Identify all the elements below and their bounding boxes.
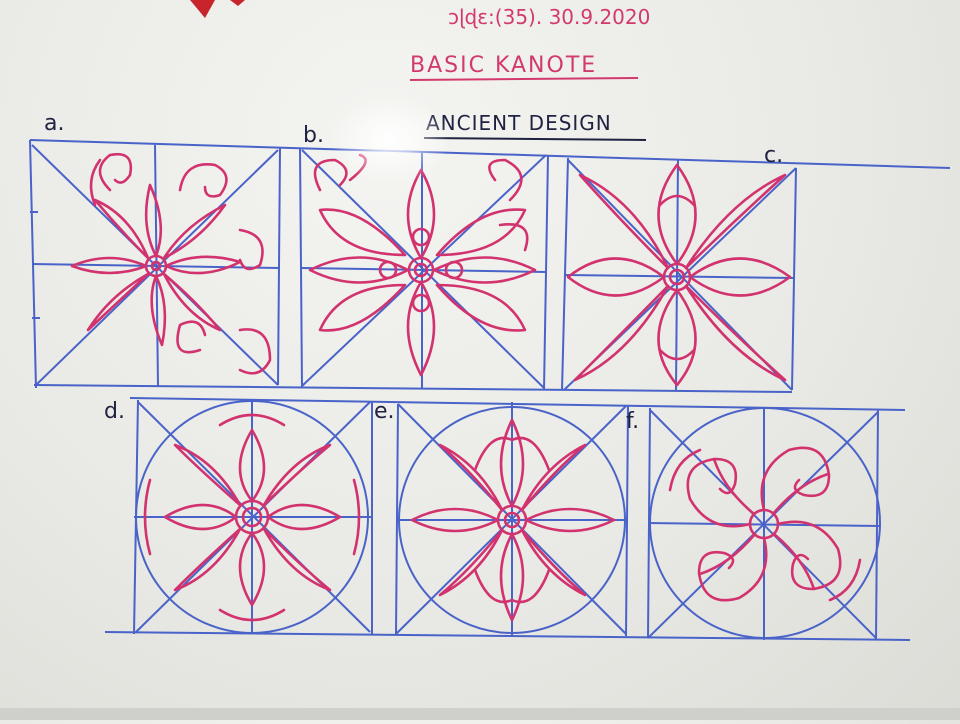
panel-f: f. (626, 407, 881, 640)
panel-e: e. (374, 399, 628, 636)
panel-c-label: c. (764, 143, 783, 168)
panel-a-label: a. (44, 111, 64, 136)
panel-e-label: e. (374, 399, 395, 424)
date-line: ɔɭɖɛ:(35). 30.9.2020 (448, 5, 650, 29)
panel-d: d. (104, 399, 372, 634)
top-row-grid (29, 139, 951, 393)
panel-b-label: b. (303, 123, 324, 148)
panel-a: a. (31, 111, 280, 387)
panel-d-label: d. (104, 399, 125, 424)
board-tray (0, 708, 960, 720)
red-mark (190, 0, 215, 18)
panel-c: c. (563, 143, 797, 391)
title: BASIC KANOTE (410, 53, 597, 78)
panel-b: b. (301, 123, 547, 389)
subtitle: ANCIENT DESIGN (426, 111, 612, 135)
panel-f-label: f. (626, 409, 639, 434)
